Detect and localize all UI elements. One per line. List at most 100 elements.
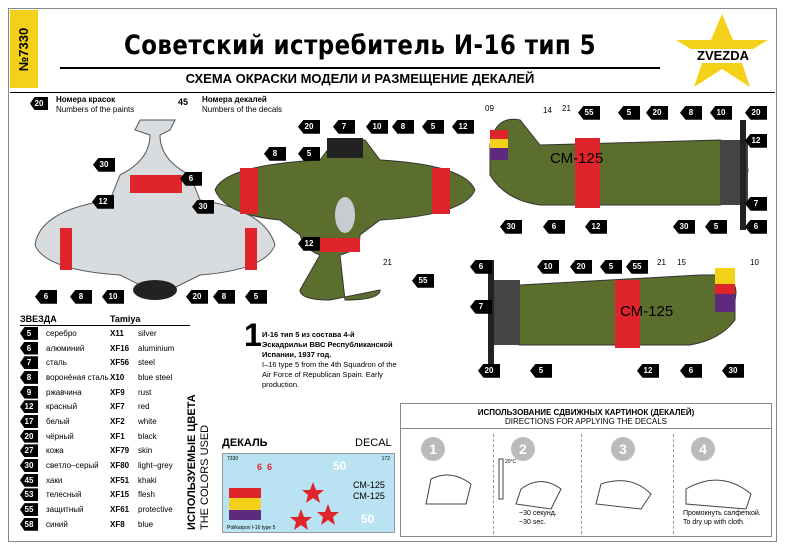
step-4: 4 — [691, 437, 715, 461]
paint-number-badge: 7 — [20, 356, 38, 370]
paint-label-en: Numbers of the paints — [56, 105, 135, 114]
color-row: 17 белый XF2 white — [20, 414, 190, 429]
tamiya-code: XF1 — [110, 431, 125, 441]
step-2: 2 — [511, 437, 535, 461]
paint-name-en: skin — [138, 446, 153, 456]
paint-name-en: blue — [138, 519, 154, 529]
logo-text: ZVEZDA — [697, 48, 750, 63]
step2-en: ~30 sec. — [519, 519, 546, 526]
scheme-note: 1 И-16 тип 5 из состава 4-й Эскадрильи В… — [244, 319, 397, 390]
callout-5c: 5 — [422, 118, 444, 136]
zvezda-logo: ZVEZDA — [676, 14, 768, 87]
callout-09: 09 — [485, 104, 494, 113]
decal-badge: 45 — [178, 97, 189, 107]
callout-20e: 20 — [478, 362, 500, 380]
paint-number-badge: 17 — [20, 414, 38, 428]
step-1: 1 — [421, 437, 445, 461]
decal-sheet: 7330 172 6 6 50 50 СМ-125 СМ-125 Polikar… — [222, 453, 395, 533]
paint-name-en: flesh — [138, 490, 155, 500]
decal-label-en: DECAL — [355, 437, 392, 449]
paint-name-ru: белый — [46, 416, 70, 426]
callout-12f: 12 — [637, 362, 659, 380]
page-subtitle: СХЕМА ОКРАСКИ МОДЕЛИ И РАЗМЕЩЕНИЕ ДЕКАЛЕ… — [60, 67, 660, 86]
paint-number-badge: 8 — [20, 370, 38, 384]
paint-number-badge: 12 — [20, 400, 38, 414]
tamiya-code: XF16 — [110, 343, 130, 353]
decal-caption: Polikarpov I-16 type 5 — [227, 525, 276, 531]
paint-number-badge: 20 — [20, 429, 38, 443]
callout-12e: 12 — [585, 218, 607, 236]
paint-number-badge: 58 — [20, 517, 38, 531]
paint-name-en: steel — [138, 358, 155, 368]
paint-name-ru: светло–серый — [46, 461, 99, 471]
paint-number-badge: 55 — [20, 503, 38, 517]
paint-name-en: black — [138, 431, 157, 441]
tamiya-code: X10 — [110, 372, 125, 382]
side-view-1: СМ-125 — [489, 118, 749, 230]
paint-name-en: blue steel — [138, 372, 173, 382]
paint-name-ru: серебро — [46, 328, 77, 338]
tamiya-code: XF2 — [110, 416, 125, 426]
callout-7b: 7 — [745, 195, 767, 213]
paint-number-badge: 53 — [20, 488, 38, 502]
callout-8d: 8 — [392, 118, 414, 136]
paint-name-ru: чёрный — [46, 431, 74, 441]
callout-8b: 8 — [213, 288, 235, 306]
callout-30e: 30 — [722, 362, 744, 380]
paint-number-badge: 27 — [20, 444, 38, 458]
callout-10b: 10 — [366, 118, 388, 136]
callout-21: 21 — [562, 104, 571, 113]
paint-number-badge: 5 — [20, 326, 38, 340]
decal-sheet-no: 7330 — [227, 456, 239, 462]
decal-num-3: 50 — [333, 459, 347, 473]
tamiya-code: XF61 — [110, 505, 130, 515]
callout-12c: 12 — [298, 235, 320, 253]
scheme-note-en: I–16 type 5 from the 4th Squadron of the… — [262, 360, 397, 389]
callout-10e: 10 — [750, 258, 759, 267]
tamiya-code: XF79 — [110, 446, 130, 456]
paint-name-en: white — [138, 416, 157, 426]
paint-name-ru: ржавчина — [46, 387, 82, 397]
paint-number-badge: 30 — [20, 459, 38, 473]
paint-name-ru: хаки — [46, 475, 63, 485]
temp-label: 20°C — [505, 459, 517, 465]
decal-label-en: Numbers of the decals — [202, 105, 283, 114]
callout-5b: 5 — [298, 145, 320, 163]
decal-code-1: СМ-125 — [353, 480, 385, 490]
step2-ru: ~30 секунд. — [519, 510, 557, 517]
paint-name-ru: защитный — [46, 505, 84, 515]
aircraft-code-1: СМ-125 — [550, 150, 603, 167]
paint-name-en: silver — [138, 328, 157, 338]
colors-header-ru: ЗВЕЗДА — [20, 313, 57, 324]
page-frame — [8, 8, 777, 542]
tamiya-code: XF8 — [110, 519, 125, 529]
decal-code-2: СМ-125 — [353, 491, 385, 501]
callout-55: 55 — [412, 272, 434, 290]
scheme-number: 1 — [244, 317, 262, 353]
paint-name-ru: воронёная сталь — [46, 372, 109, 382]
color-row: 30 светло–серый XF80 light–grey — [20, 458, 190, 473]
callout-5f: 5 — [530, 362, 552, 380]
callout-7: 7 — [333, 118, 355, 136]
callout-5e: 5 — [705, 218, 727, 236]
paint-name-ru: сталь — [46, 358, 67, 368]
paint-name-en: rust — [138, 387, 152, 397]
paint-label-ru: Номера красок — [56, 95, 116, 104]
decal-num-4: 50 — [361, 512, 375, 526]
decal-sheet-no2: 172 — [381, 456, 390, 462]
paint-name-ru: телесный — [46, 490, 82, 500]
paint-number-badge: 45 — [20, 473, 38, 487]
callout-6f: 6 — [680, 362, 702, 380]
tamiya-code: XF80 — [110, 461, 130, 471]
colors-header-en: Tamiya — [110, 313, 141, 324]
tamiya-code: XF9 — [110, 387, 125, 397]
decal-num-1: 6 — [257, 462, 263, 472]
callout-8: 8 — [70, 288, 92, 306]
paint-name-en: light–grey — [138, 461, 173, 471]
